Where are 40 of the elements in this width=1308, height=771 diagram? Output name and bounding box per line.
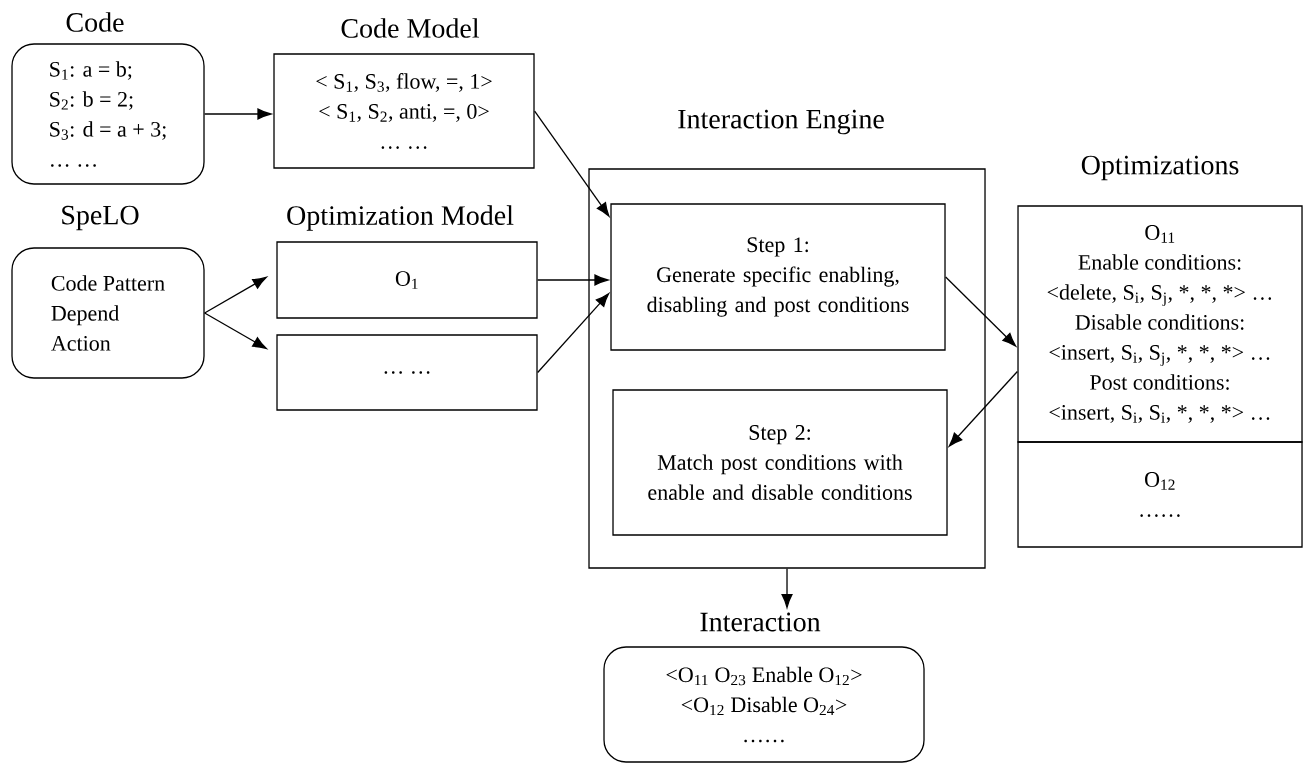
arrow	[781, 568, 793, 608]
box-heading: Interaction	[700, 612, 821, 632]
box-heading: Optimizations	[1081, 155, 1239, 181]
box-heading: Code	[66, 12, 124, 32]
model-box: … …	[276, 334, 538, 411]
node-label: <insert, S$_{i}$, S$_{i}$, *, *, *> …	[1049, 405, 1270, 423]
node-label: S$_{2}$: b = 2;	[50, 91, 133, 110]
box-heading: Code Model	[341, 18, 480, 38]
arrow	[204, 108, 272, 120]
node-label: Disable conditions:	[1075, 314, 1244, 330]
step-box: Step 1: Generate specific enabling, disabling and post conditions	[610, 203, 946, 351]
result-box: <O$_{11}$ O$_{23}$ Enable O$_{12}$> <O$_{12}$ Disable O$_{24}$> ……	[603, 646, 925, 763]
arrow	[537, 274, 609, 286]
arrow	[948, 370, 1018, 447]
node-label: S$_{3}$: d = a + 3;	[50, 121, 166, 140]
node-label: Enable conditions:	[1078, 254, 1241, 270]
model-box: < S$_{1}$, S$_{3}$, flow, =, 1> < S$_{1}$, S$_{2}$, anti, =, 0> … …	[273, 53, 535, 169]
model-box: O$_{1}$	[276, 241, 538, 319]
language-box: Code Pattern Depend Action	[11, 247, 205, 379]
code-box: S$_{1}$: a = b; S$_{2}$: b = 2; S$_{3}$: d = a + 3; … …	[11, 43, 205, 185]
node-label: … …	[51, 164, 96, 167]
box-heading: SpeLO	[62, 205, 139, 231]
arrow	[204, 276, 267, 314]
node-label: O$_{11}$	[1145, 225, 1175, 243]
node-label: ……	[744, 739, 784, 743]
optimization-box: O$_{12}$ ……	[1017, 441, 1303, 548]
node-label: <insert, S$_{i}$, S$_{j}$, *, *, *> …	[1049, 345, 1270, 366]
step-box: Step 2: Match post conditions with enable and disable conditions	[612, 389, 948, 536]
node-label: Post conditions:	[1090, 374, 1229, 390]
arrow	[945, 276, 1017, 347]
arrow	[534, 110, 610, 217]
arrow	[204, 312, 267, 349]
node-label: <delete, S$_{i}$, S$_{j}$, *, *, *> …	[1047, 284, 1272, 306]
node-label: S$_{1}$: a = b;	[50, 61, 132, 80]
node-label: <O$_{12}$ Disable O$_{24}$>	[681, 696, 847, 716]
node-label: <O$_{11}$ O$_{23}$ Enable O$_{12}$>	[666, 666, 862, 686]
arrow	[537, 293, 610, 374]
box-heading: Optimization Model	[287, 205, 514, 231]
box-heading: Interaction Engine	[678, 109, 884, 135]
optimization-box: O$_{11}$ Enable conditions: <delete, S$_{i}$, S$_{j}$, *, *, *> … Disable conditions: <insert, S$_{i}$, S$_{j}$, *, *, *> … Post conditions: <insert, S$_{i}$, S$_{i}$, *, *, *> …	[1017, 205, 1303, 443]
